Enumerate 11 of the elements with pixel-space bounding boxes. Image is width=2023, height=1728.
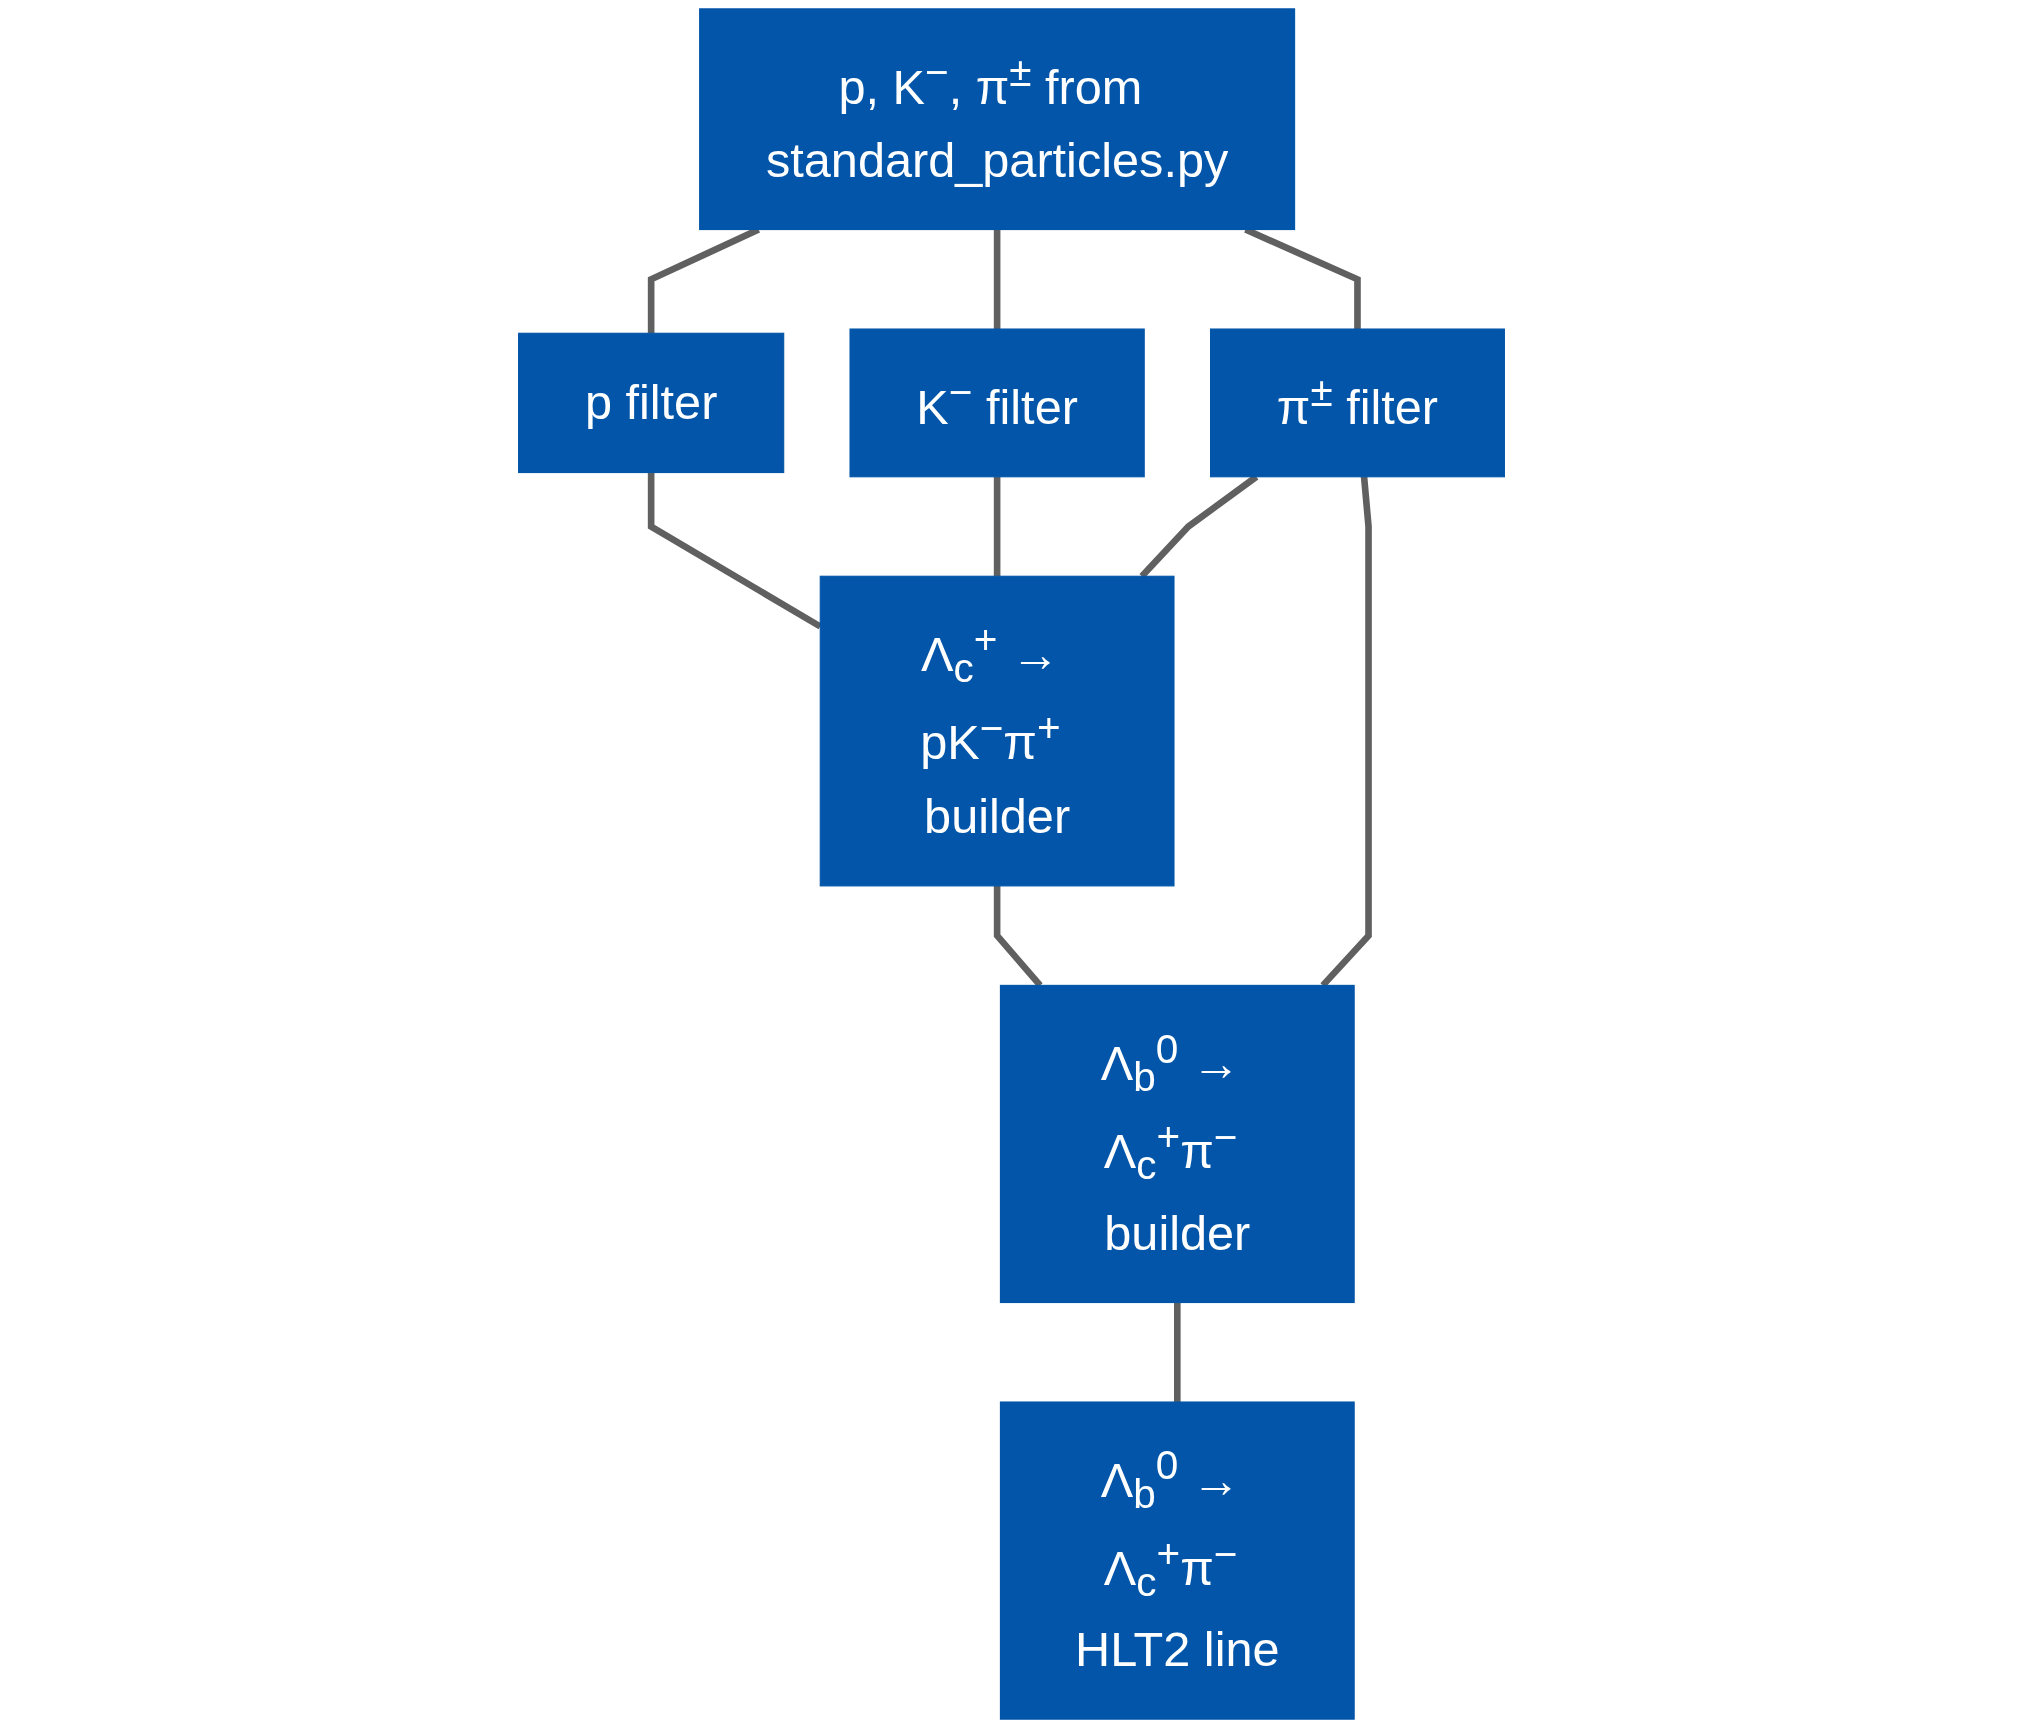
node-box: Λ$_{b}$$^{0}$ → Λ$_{c}$$^{+}$π$^{−}$ HLT2 line [999,1401,1355,1720]
connector [993,229,1001,330]
connector [1174,1302,1181,1402]
node-box: p, K$^{−}$, π$^{±}$ from standard_particles.py [699,8,1296,231]
connector [993,476,1001,577]
connector [647,472,822,630]
node-box: Λ$_{c}$$^{+}$ → pK$^{−}$π$^{+}$ builder [819,575,1175,887]
node-box: Λ$_{b}$$^{0}$ → Λ$_{c}$$^{+}$π$^{−}$ builder [999,984,1355,1304]
node-box: π$^{±}$ filter [1210,328,1505,478]
node-box: p filter [518,332,785,474]
node-box: K$^{−}$ filter [849,328,1145,478]
